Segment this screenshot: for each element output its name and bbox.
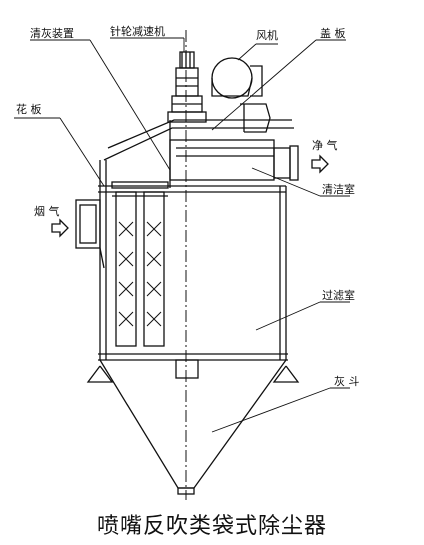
- label-ash-hopper: 灰 斗: [334, 375, 360, 388]
- label-cover-plate: 盖 板: [320, 27, 346, 40]
- fan: [211, 57, 271, 133]
- label-clean-gas: 净 气: [312, 139, 338, 152]
- label-ash-cleaning-device: 清灰装置: [30, 27, 74, 40]
- diagram-caption: 喷嘴反吹类袋式除尘器: [96, 514, 327, 539]
- outlet-arrow: [311, 154, 329, 174]
- pinwheel-reducer-motor: [167, 51, 207, 123]
- housing: [98, 160, 288, 361]
- label-filter-room: 过滤室: [322, 289, 355, 302]
- leader-lines: [14, 37, 350, 433]
- ash-hopper: [86, 359, 300, 495]
- label-flue-gas: 烟 气: [34, 205, 60, 218]
- label-flower-plate: 花 板: [16, 103, 42, 116]
- flue-gas-inlet: [75, 199, 105, 269]
- arrows: [51, 154, 329, 238]
- label-pinwheel-reducer: 针轮减速机: [110, 25, 165, 38]
- clean-gas-outlet: [273, 145, 299, 181]
- bag-cross-pattern: [118, 221, 162, 327]
- cover-plate: [103, 119, 294, 188]
- label-clean-room: 清洁室: [322, 183, 355, 196]
- inlet-arrow: [51, 218, 69, 238]
- label-fan: 风机: [256, 29, 278, 42]
- filter-bags: [111, 181, 169, 347]
